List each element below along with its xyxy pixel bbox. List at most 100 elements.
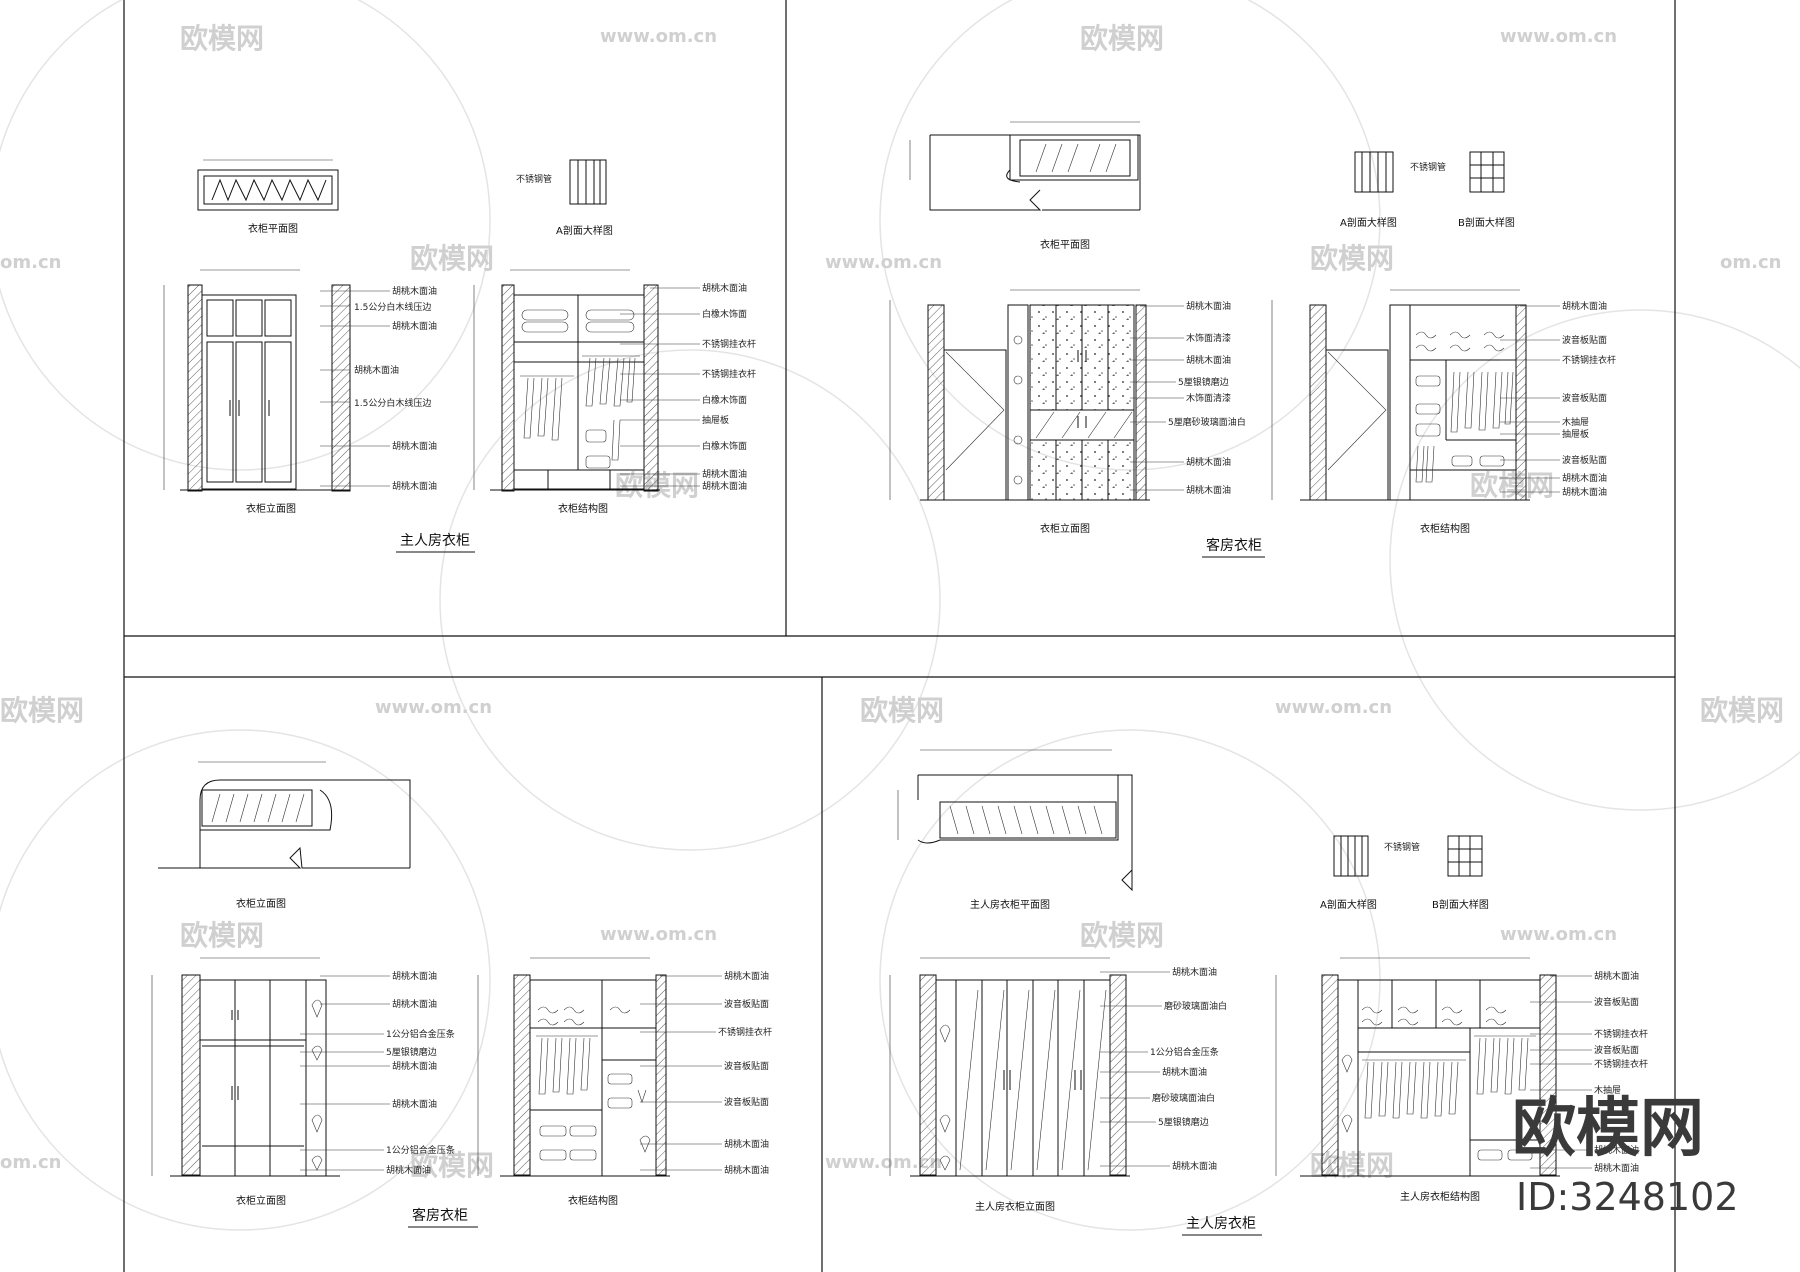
material-label: 磨砂玻璃面油白 <box>1164 1000 1227 1012</box>
watermark-brand: 欧模网 <box>0 694 84 727</box>
material-label: 1公分铝合金压条 <box>1150 1046 1219 1058</box>
watermark-url: www.om.cn <box>375 697 492 718</box>
wardrobe-elevation: 衣柜立面图 <box>151 957 340 1207</box>
material-label: 木饰面清漆 <box>1186 332 1231 344</box>
section-note: 不锈钢管 <box>516 173 552 185</box>
elevation-caption: 衣柜立面图 <box>246 502 296 515</box>
wardrobe-structure: 衣柜结构图 <box>1271 289 1530 535</box>
elevation-leader-labels: 胡桃木面油 胡桃木面油 1公分铝合金压条 5厘银镜磨边 胡桃木面油 胡桃木面油 … <box>300 970 455 1176</box>
section-details: 不锈钢管 A剖面大样图 B剖面大样图 <box>1340 151 1515 229</box>
material-label: 胡桃木面油 <box>1162 1066 1207 1078</box>
watermark-url: www.om.cn <box>1275 697 1392 718</box>
material-label: 木抽屉 <box>1562 416 1589 428</box>
material-label: 1.5公分白木线压边 <box>354 397 431 409</box>
watermark-url: www.om.cn <box>825 1152 942 1173</box>
material-label: 胡桃木面油 <box>1562 472 1607 484</box>
panel-title: 客房衣柜 <box>412 1207 468 1224</box>
watermark-brand: 欧模网 <box>410 1149 494 1182</box>
watermark-url: om.cn <box>0 252 61 273</box>
material-label: 胡桃木面油 <box>386 1164 431 1176</box>
watermark-url: www.om.cn <box>600 26 717 47</box>
material-label: 1.5公分白木线压边 <box>354 301 431 313</box>
wardrobe-elevation: 衣柜立面图 <box>163 269 351 515</box>
material-label: 胡桃木面油 <box>354 364 399 376</box>
watermark-texts: 欧模网 www.om.cn 欧模网 www.om.cn om.cn 欧模网 ww… <box>0 22 1784 1182</box>
material-label: 胡桃木面油 <box>392 970 437 982</box>
panel-master-wardrobe-top: 衣柜平面图 不锈钢管 A剖面大样图 <box>163 159 756 553</box>
material-label: 5厘磨砂玻璃面油白 <box>1168 416 1246 428</box>
material-label: 胡桃木面油 <box>724 1138 769 1150</box>
structure-caption: 衣柜结构图 <box>558 502 608 515</box>
material-label: 木饰面清漆 <box>1186 392 1231 404</box>
panel-title: 主人房衣柜 <box>400 533 470 549</box>
material-label: 白橡木饰面 <box>702 440 747 452</box>
material-label: 波音板贴面 <box>1594 996 1639 1008</box>
material-label: 波音板贴面 <box>1562 334 1607 346</box>
material-label: 1公分铝合金压条 <box>386 1028 455 1040</box>
elevation-leader-labels: 胡桃木面油 木饰面清漆 胡桃木面油 5厘银镜磨边 木饰面清漆 5厘磨砂玻璃面油白… <box>1130 300 1246 496</box>
watermark-url: om.cn <box>0 1152 61 1173</box>
wardrobe-plan: 衣柜平面图 <box>909 121 1141 251</box>
wardrobe-plan: 衣柜立面图 <box>158 761 411 910</box>
plan-caption: 衣柜立面图 <box>236 897 286 910</box>
watermark-brand: 欧模网 <box>1470 469 1554 502</box>
material-label: 不锈钢挂衣杆 <box>702 368 756 380</box>
watermark-brand: 欧模网 <box>1080 919 1164 952</box>
material-label: 波音板贴面 <box>724 1096 769 1108</box>
plan-caption: 衣柜平面图 <box>1040 238 1090 251</box>
material-label: 胡桃木面油 <box>1172 1160 1217 1172</box>
watermark-url: www.om.cn <box>1500 924 1617 945</box>
panel-title: 客房衣柜 <box>1206 537 1262 554</box>
watermark-url: om.cn <box>1720 252 1781 273</box>
elevation-caption: 衣柜立面图 <box>236 1194 286 1207</box>
structure-leader-labels: 胡桃木面油 波音板贴面 不锈钢挂衣杆 波音板贴面 波音板贴面 胡桃木面油 胡桃木… <box>640 970 772 1176</box>
material-label: 胡桃木面油 <box>1594 1162 1639 1174</box>
material-label: 1公分铝合金压条 <box>386 1144 455 1156</box>
material-label: 胡桃木面油 <box>1186 300 1231 312</box>
wardrobe-plan: 主人房衣柜平面图 <box>897 749 1133 911</box>
material-label: 波音板贴面 <box>724 998 769 1010</box>
material-label: 波音板贴面 <box>1594 1044 1639 1056</box>
structure-caption: 主人房衣柜结构图 <box>1400 1190 1480 1203</box>
plan-caption: 衣柜平面图 <box>248 222 298 235</box>
material-label: 不锈钢挂衣杆 <box>1562 354 1616 366</box>
material-label: 抽屉板 <box>702 414 729 426</box>
material-label: 5厘银镜磨边 <box>1158 1116 1209 1128</box>
material-label: 胡桃木面油 <box>1594 1144 1639 1156</box>
section-a-caption: A剖面大样图 <box>1340 216 1397 229</box>
watermark-brand: 欧模网 <box>180 919 264 952</box>
panel-frames <box>123 0 1676 1272</box>
material-label: 胡桃木面油 <box>392 320 437 332</box>
material-label: 胡桃木面油 <box>392 1060 437 1072</box>
watermark-id: ID:3248102 <box>1516 1175 1739 1219</box>
material-label: 胡桃木面油 <box>702 468 747 480</box>
material-label: 胡桃木面油 <box>392 1098 437 1110</box>
material-label: 不锈钢挂衣杆 <box>702 338 756 350</box>
material-label: 不锈钢挂衣杆 <box>1594 1058 1648 1070</box>
material-label: 胡桃木面油 <box>1594 970 1639 982</box>
material-label: 胡桃木面油 <box>1186 456 1231 468</box>
watermark-url: www.om.cn <box>600 924 717 945</box>
material-label: 不锈钢挂衣杆 <box>1594 1028 1648 1040</box>
material-label: 胡桃木面油 <box>702 282 747 294</box>
panel-guest-wardrobe-bottom: 衣柜立面图 衣柜立面图 胡桃木面油 胡桃木面油 1公分铝合金压条 5厘银镜磨边 … <box>151 761 772 1228</box>
panel-title: 主人房衣柜 <box>1186 1216 1256 1232</box>
material-label: 胡桃木面油 <box>1562 300 1607 312</box>
material-label: 胡桃木面油 <box>1172 966 1217 978</box>
section-a-detail: 不锈钢管 A剖面大样图 <box>516 159 613 237</box>
material-label: 胡桃木面油 <box>392 285 437 297</box>
watermark-brand: 欧模网 <box>1700 694 1784 727</box>
watermark-logo-text: 欧模网 <box>1512 1092 1704 1166</box>
material-label: 胡桃木面油 <box>702 480 747 492</box>
watermark-brand: 欧模网 <box>180 22 264 55</box>
panel-guest-wardrobe-top: 衣柜平面图 不锈钢管 A剖面大样图 B剖面大样图 <box>889 121 1616 558</box>
structure-caption: 衣柜结构图 <box>1420 522 1470 535</box>
structure-caption: 衣柜结构图 <box>568 1194 618 1207</box>
material-label: 白橡木饰面 <box>702 394 747 406</box>
section-a-caption: A剖面大样图 <box>1320 898 1377 911</box>
section-b-caption: B剖面大样图 <box>1432 898 1489 911</box>
section-a-caption: A剖面大样图 <box>556 224 613 237</box>
elevation-leader-labels: 胡桃木面油 磨砂玻璃面油白 1公分铝合金压条 胡桃木面油 磨砂玻璃面油白 5厘银… <box>1100 966 1227 1172</box>
wardrobe-plan: 衣柜平面图 <box>197 159 339 235</box>
